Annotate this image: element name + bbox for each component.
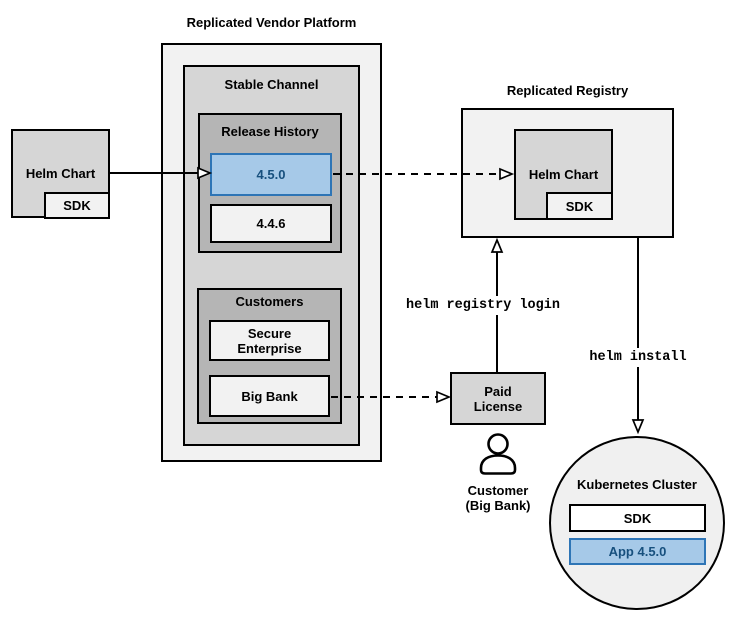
release-version-label: 4.4.6 — [256, 216, 286, 231]
paid-license-box: Paid License — [450, 372, 546, 425]
stable-channel-title: Stable Channel — [224, 77, 319, 92]
release-4-5-0: 4.5.0 — [210, 153, 332, 196]
registry-sdk-box: SDK — [546, 192, 613, 220]
helm-install-label: helm install — [586, 348, 690, 367]
person-icon — [479, 433, 517, 475]
customer-name-label: Secure Enterprise — [237, 325, 302, 356]
customers-title: Customers — [235, 294, 304, 309]
helm-chart-label: Helm Chart — [25, 166, 96, 181]
customer-org: (Big Bank) — [465, 498, 531, 513]
helm-registry-login-label: helm registry login — [403, 296, 563, 315]
cluster-app-box: App 4.5.0 — [569, 538, 706, 565]
sdk-label: SDK — [565, 198, 594, 214]
vendor-platform-title: Replicated Vendor Platform — [186, 15, 357, 30]
app-version-label: App 4.5.0 — [608, 544, 667, 559]
customer-name-label: Big Bank — [241, 388, 298, 404]
kubernetes-cluster-title: Kubernetes Cluster — [577, 477, 697, 492]
helm-chart-label: Helm Chart — [528, 167, 599, 182]
source-sdk-box: SDK — [44, 192, 110, 219]
paid-license-label: Paid License — [473, 383, 523, 414]
cluster-sdk-box: SDK — [569, 504, 706, 532]
customer-secure-enterprise: Secure Enterprise — [209, 320, 330, 361]
customer-big-bank: Big Bank — [209, 375, 330, 417]
customer-caption: Customer (Big Bank) — [448, 483, 548, 513]
registry-title: Replicated Registry — [506, 83, 629, 98]
arrow-registry-to-cluster — [631, 238, 645, 435]
customer-name: Customer — [467, 483, 529, 498]
release-version-label: 4.5.0 — [256, 167, 286, 182]
release-4-4-6: 4.4.6 — [210, 204, 332, 243]
release-history-title: Release History — [221, 124, 319, 139]
sdk-label: SDK — [63, 198, 91, 213]
sdk-label: SDK — [623, 510, 652, 526]
